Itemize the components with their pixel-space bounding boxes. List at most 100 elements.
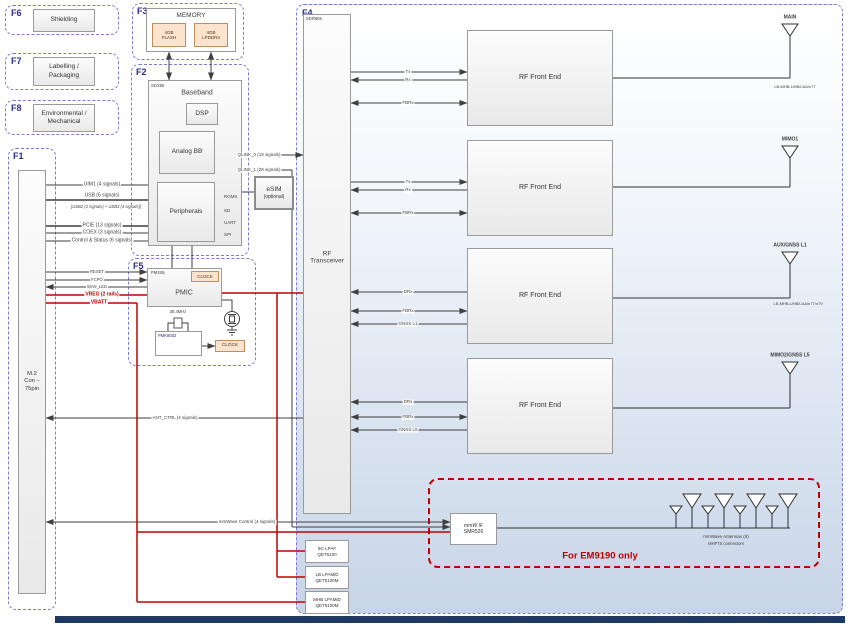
antenna-label-main: MAIN [783, 14, 797, 21]
frame-tag-f4: F4 [302, 8, 313, 18]
rf-front-end-mimo1: RF Front End [467, 140, 613, 236]
rf-front-end-mimo2: RF Front End [467, 358, 613, 454]
pa-block-5g-lpaf: 5G LPAF QET6100 [305, 540, 349, 563]
baseband-title: Baseband [181, 89, 213, 97]
rf-link-rx-main: Rx [404, 76, 412, 83]
antenna-label-mimo2-gnss-l5: MIMO2/GNSS L5 [770, 352, 810, 359]
shielding-block: Shielding [33, 9, 95, 32]
antenna-note-main: LB-MHB-UHB/LAA/n77 [774, 84, 816, 89]
frame-tag-f3: F3 [137, 6, 148, 16]
rf-link-fbrx-mimo2: FBRx [401, 413, 415, 420]
frame-tag-f8: F8 [11, 103, 22, 113]
signal-qlink1: QLINK_1 (28 signals) [236, 166, 282, 173]
frame-f6 [5, 5, 119, 35]
frame-tag-f6: F6 [11, 8, 22, 18]
power-links [46, 292, 450, 603]
frame-tag-f7: F7 [11, 56, 22, 66]
em9190-only-label: For EM9190 only [562, 550, 638, 562]
clock-chip-block [155, 331, 202, 356]
signal-usb: USB (6 signals) [83, 192, 121, 199]
signal-fcpo: FCPO [90, 276, 104, 283]
bottom-bar [55, 616, 845, 623]
labelling-packaging-block: Labelling / Packaging [33, 57, 95, 86]
rf-link-fbrx-main: FBRx [401, 99, 415, 106]
antenna-label-aux-gnss-l1: AUX/GNSS L1 [773, 242, 807, 249]
port-spi: SPI [224, 231, 232, 237]
mmwave-if-block: mmW IF SMR526 [450, 513, 497, 545]
frame-f7 [5, 53, 119, 90]
rf-link-fbrx-mimo1: FBRx [401, 209, 415, 216]
frame-f2 [131, 64, 249, 256]
clock-oscillator-symbols [167, 299, 240, 349]
esim-optional-label: (optional) [263, 193, 285, 200]
flash-chip: 4GB FLASH [152, 23, 186, 47]
rf-link-drx-aux: DRx [402, 288, 414, 295]
port-uart: UART [224, 219, 237, 225]
clock-output-chip: CLOCK [215, 340, 245, 352]
signal-control-status: Control & Status (6 signals) [70, 237, 134, 244]
pmic-label: PMIC [175, 289, 193, 297]
esim-block: eSIM (optional) [254, 176, 294, 210]
clock-chip-part-number: PMK8002 [158, 332, 177, 338]
frame-f1 [8, 148, 56, 610]
signal-wan-led: WAN_LED [85, 283, 109, 290]
memory-title: MEMORY [176, 11, 206, 19]
pmic-part-number: PMX55 [151, 269, 165, 275]
antenna-note-aux: LB-MHB-UHB/LAA/n77/n79 [773, 301, 823, 306]
host-interface-links [45, 184, 451, 525]
pa-block-lb-lpamid: LB LPAMiD QET5100M [305, 566, 349, 589]
pa-block-name: LB LPAMiD [315, 571, 339, 577]
rf-link-rx-mimo1: Rx [404, 186, 412, 193]
analog-bb-block: Analog BB [159, 131, 215, 174]
frame-tag-f2: F2 [136, 67, 147, 77]
signal-uim1: UIM1 (4 signals) [82, 181, 122, 188]
lpddr4-chip: 4GB LPDDR4 [194, 23, 228, 47]
rf-transceiver-block [303, 14, 351, 514]
rf-link-tx-main: Tx [404, 68, 412, 75]
transceiver-part-number: SDR865 [306, 15, 322, 21]
rf-front-end-aux: RF Front End [467, 248, 613, 344]
soc-part-number: SDX55 [151, 82, 165, 88]
mmwave-antenna-note-2: MHF7S connectors [708, 540, 744, 546]
signal-vreg: VREG (2 rails) [84, 291, 120, 298]
pa-block-name: 5G LPAF [317, 545, 337, 551]
frame-f8 [5, 100, 119, 135]
crystal-frequency-label: 38.4MHz [169, 308, 187, 314]
m2-connector-block: M.2 Con – 75pin [18, 170, 46, 594]
rf-link-drx-mimo2: DRx [402, 398, 414, 405]
signal-reset: RESET [89, 268, 105, 275]
rf-link-tx-mimo1: Tx [404, 178, 412, 185]
pa-block-name: MHB LPAMiD [313, 596, 341, 602]
pa-block-part: QET6100 [317, 551, 337, 557]
rf-front-end-main: RF Front End [467, 30, 613, 126]
mmwave-if-label: mmW IF [464, 522, 483, 529]
signal-qlink0: QLINK_0 (18 signals) [236, 151, 282, 158]
rf-link-gnss-l5: GNSS L5 [397, 426, 419, 433]
environmental-mechanical-block: Environmental / Mechanical [33, 104, 95, 132]
antenna-label-mimo1: MIMO1 [781, 136, 799, 143]
rf-transceiver-label: RF Transceiver [310, 250, 344, 264]
dsp-block: DSP [186, 103, 218, 125]
rf-link-gnss-l1: GNSS L1 [397, 320, 419, 327]
signal-usb-detail: [USB2 (2 signals) + USB3 (4 signals)] [70, 203, 142, 210]
signal-pcie: PCIE (13 signals) [81, 222, 123, 229]
esim-label: eSIM [266, 185, 282, 193]
memory-links [166, 51, 214, 81]
peripherals-block: Peripherals [157, 182, 215, 242]
port-sd: SD [224, 207, 231, 213]
pa-block-part: QET5100M [315, 602, 339, 608]
frame-tag-f5: F5 [133, 261, 144, 271]
mmwave-antenna-symbols [497, 493, 798, 529]
pa-block-part: QET5100M [315, 577, 339, 583]
rf-link-fbrx-aux: FBRx [401, 307, 415, 314]
pa-block-mhb-lpamid: MHB LPAMiD QET5100M [305, 591, 349, 614]
antenna-symbols [613, 23, 799, 409]
signal-vbatt: VBATT [89, 299, 109, 306]
frame-f3 [132, 3, 244, 60]
signal-mmwave-control: mmWave Control (4 signals) [217, 518, 277, 525]
port-rgmii: RGMII [224, 193, 237, 199]
pmic-clock-chip: CLOCK [191, 271, 219, 282]
signal-coex: COEX (3 signals) [81, 229, 123, 236]
